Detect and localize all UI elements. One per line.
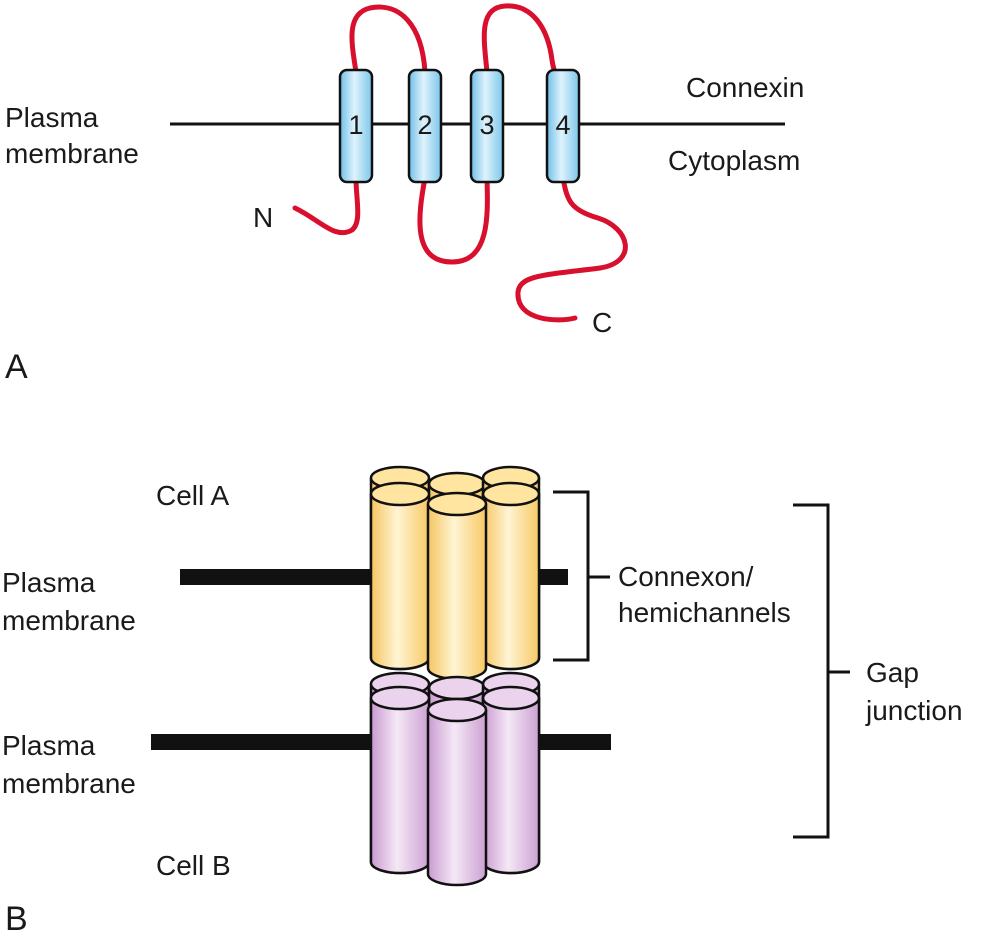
cylinder-yellow-front-right <box>481 494 541 671</box>
segment-label-2: 2 <box>417 110 432 140</box>
cylinder-purple-front-right-top <box>481 685 541 711</box>
cylinder-purple-front-mid-top <box>426 697 488 723</box>
segment-label-1: 1 <box>348 110 363 140</box>
plasma-membrane-bottom-line2: membrane <box>2 768 136 799</box>
cylinder-purple-front-mid <box>426 710 488 887</box>
connexon-cell-b <box>369 671 541 887</box>
segment-label-3: 3 <box>479 110 494 140</box>
cylinder-yellow-front-right-top <box>481 481 541 507</box>
cylinder-purple-front-left-top <box>369 685 431 711</box>
plasma-membrane-top-line1: Plasma <box>2 567 96 598</box>
panel-a-label: A <box>5 348 28 386</box>
cylinder-purple-back-mid-top <box>427 675 487 701</box>
transmembrane-segment-4 <box>545 68 581 184</box>
n-terminus-label: N <box>253 202 273 233</box>
connexon-bracket <box>553 490 610 662</box>
cylinder-yellow-front-left-top <box>369 481 431 507</box>
cytoplasm-label: Cytoplasm <box>668 145 800 176</box>
connexon-label-line1: Connexon/ <box>618 561 754 592</box>
panel-b-label: B <box>5 900 28 938</box>
cylinder-purple-front-right <box>481 698 541 875</box>
connexon-label-line2: hemichannels <box>618 597 791 628</box>
transmembrane-segment-1 <box>338 68 374 184</box>
plasma-membrane-top-line2: membrane <box>2 605 136 636</box>
cylinder-purple-front-left <box>369 698 431 875</box>
plasma-membrane-bottom-line1: Plasma <box>2 730 96 761</box>
cylinder-yellow-front-left <box>369 494 431 671</box>
cell-b-label: Cell B <box>156 850 231 881</box>
gap-junction-bracket <box>793 503 850 839</box>
cell-a-label: Cell A <box>156 480 229 511</box>
connexin-label: Connexin <box>686 72 804 103</box>
panel-b: Cell A Cell B Plasma membrane Plasma mem… <box>2 465 963 938</box>
transmembrane-segment-3 <box>469 68 505 184</box>
cylinder-yellow-front-mid <box>426 504 488 681</box>
plasma-membrane-label-a-line1: Plasma <box>5 102 99 133</box>
segment-label-4: 4 <box>555 110 570 140</box>
connexin-chain <box>292 3 628 323</box>
transmembrane-segment-2 <box>407 68 443 184</box>
gap-junction-label-line2: junction <box>865 695 963 726</box>
cylinder-yellow-front-mid-top <box>426 491 488 517</box>
connexon-cell-a <box>369 465 541 681</box>
c-terminus-label: C <box>592 307 612 338</box>
cylinder-yellow-back-mid-top <box>427 471 487 497</box>
plasma-membrane-label-a-line2: membrane <box>5 138 139 169</box>
gap-junction-label-line1: Gap <box>866 657 919 688</box>
panel-a: 1 2 3 4 Plasma membrane Connexin Cytopla… <box>5 3 804 386</box>
